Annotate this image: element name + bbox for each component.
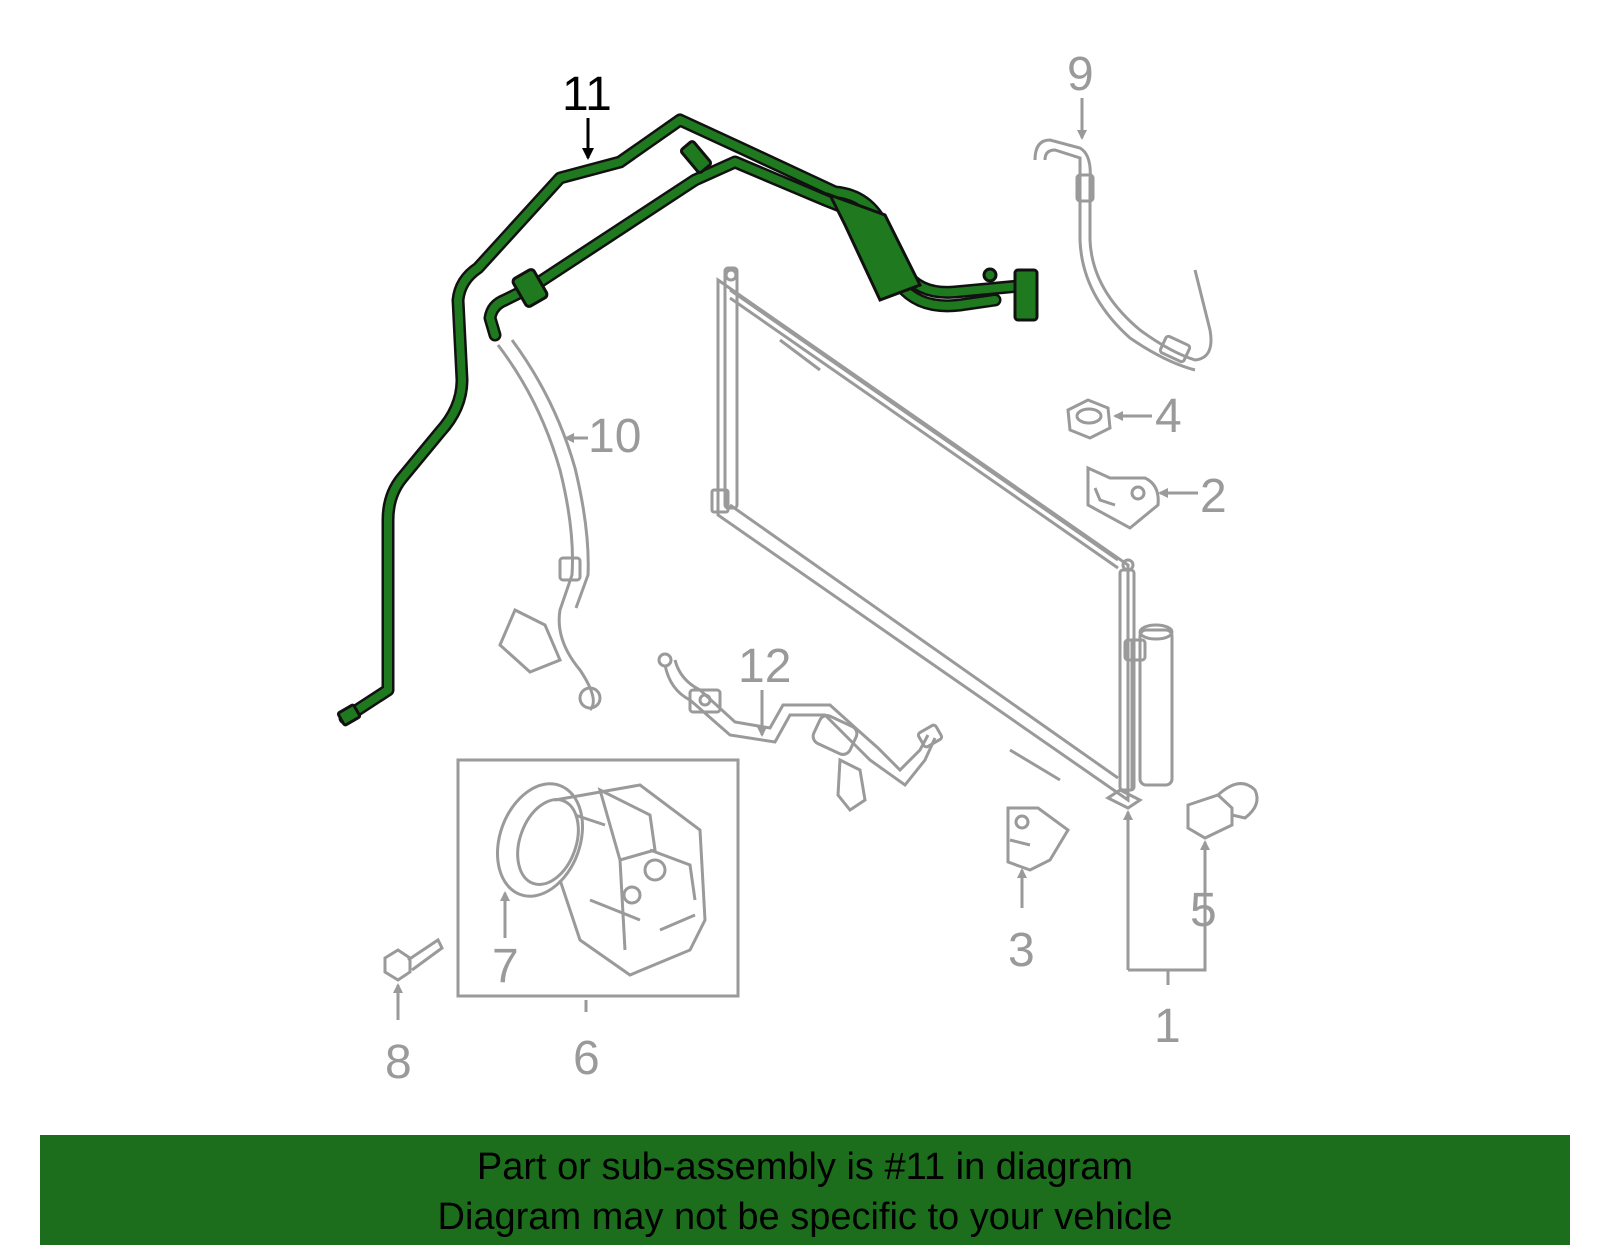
banner-line-1: Part or sub-assembly is #11 in diagram — [476, 1146, 1134, 1188]
part-9-tube[interactable] — [1033, 138, 1213, 372]
callout-2: 2 — [1200, 470, 1227, 523]
info-banner: Part or sub-assembly is #11 in diagram D… — [40, 1135, 1570, 1245]
callout-1: 1 — [1154, 1000, 1181, 1053]
part-4-nut[interactable] — [1066, 398, 1112, 440]
callout-5: 5 — [1190, 884, 1217, 937]
part-12-pipe[interactable] — [657, 652, 944, 813]
callout-8: 8 — [385, 1036, 412, 1089]
callout-9: 9 — [1067, 48, 1094, 101]
part-8-bolt[interactable] — [383, 937, 444, 982]
leader-lines — [393, 98, 1210, 1020]
part-2-bracket[interactable] — [1086, 465, 1160, 530]
part-1-condenser[interactable] — [710, 266, 1174, 810]
part-7-compressor[interactable] — [483, 772, 707, 977]
callout-6: 6 — [573, 1032, 600, 1085]
part-3-clip[interactable] — [1006, 806, 1070, 872]
callout-3: 3 — [1008, 924, 1035, 977]
callout-12: 12 — [738, 640, 791, 693]
part-6-compressor-assembly[interactable] — [456, 758, 740, 998]
part-5-sensor[interactable] — [1186, 782, 1259, 840]
callout-7: 7 — [492, 940, 519, 993]
callout-10: 10 — [588, 410, 641, 463]
part-10-hose[interactable] — [496, 339, 602, 712]
part-11-ac-hose-assembly[interactable] — [336, 113, 1039, 727]
callout-11: 11 — [562, 68, 612, 121]
banner-line-2: Diagram may not be specific to your vehi… — [437, 1196, 1173, 1238]
callout-4: 4 — [1155, 390, 1182, 443]
callout-labels: 11 9 10 4 2 12 3 5 1 7 6 8 — [385, 48, 1227, 1089]
